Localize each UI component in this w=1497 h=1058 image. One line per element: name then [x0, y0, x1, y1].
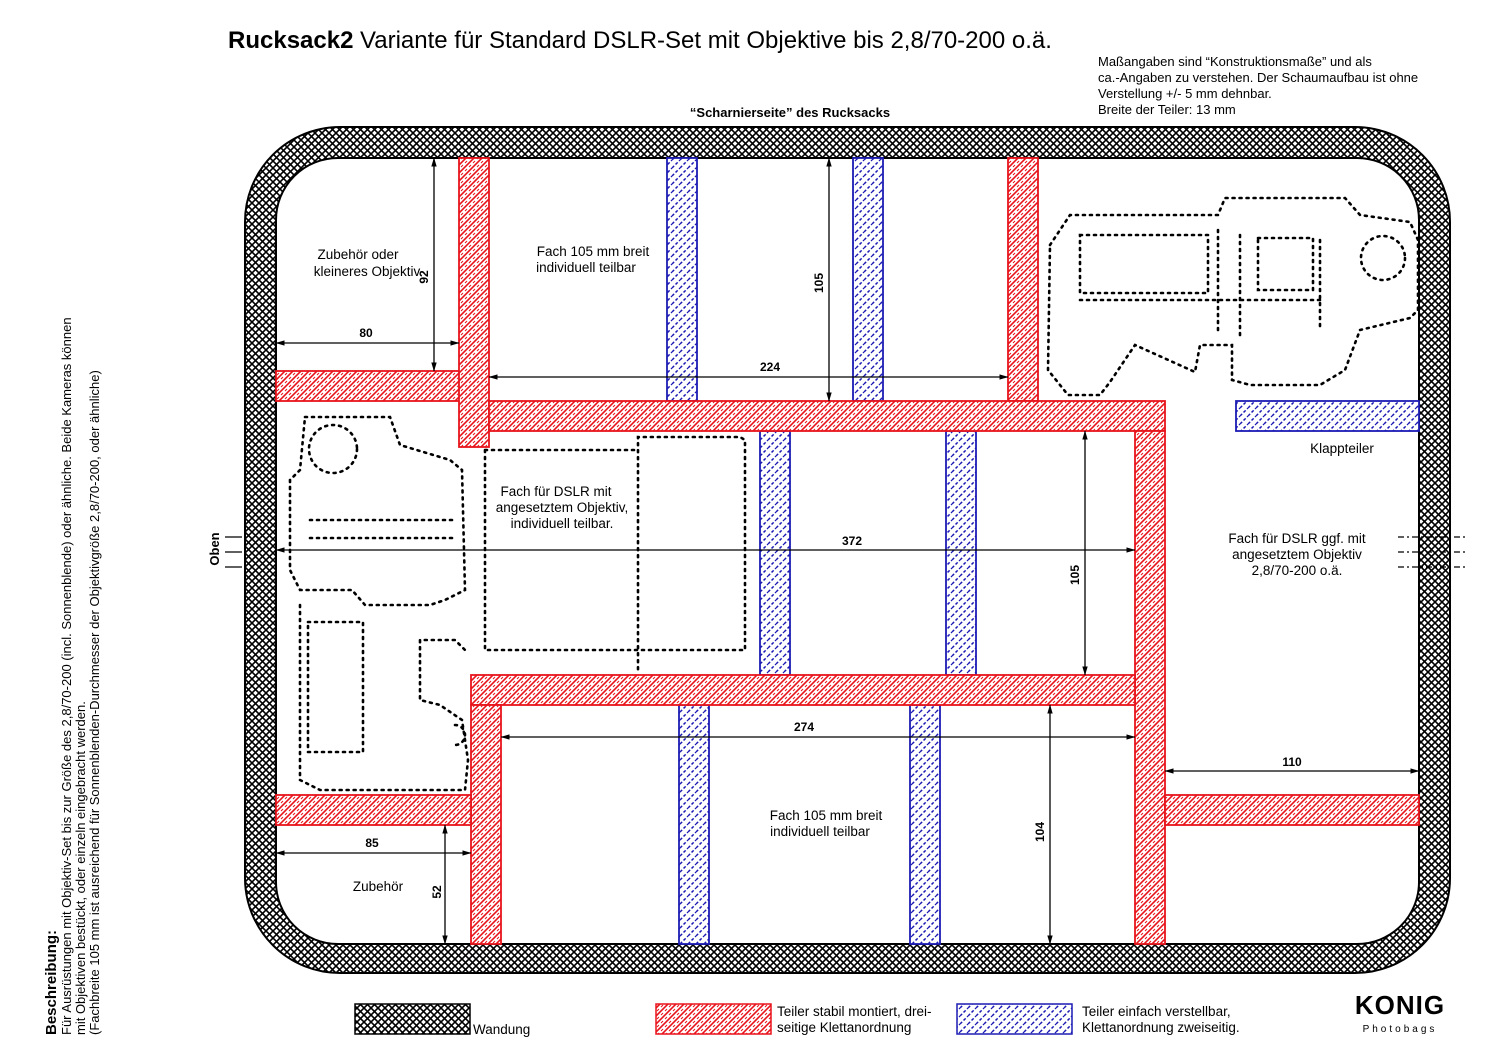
klappteiler-label: Klappteiler — [1310, 441, 1374, 456]
blue-divider-bottom-2 — [909, 704, 941, 945]
left-camera-grip — [308, 518, 457, 540]
fach-bottom-line-2: individuell teilbar — [770, 824, 870, 839]
dim-label-105-mid: 105 — [1068, 565, 1082, 585]
legend-wall-label: Wandung — [473, 1022, 530, 1037]
dim-label-92: 92 — [417, 270, 431, 284]
left-camera-outline — [288, 415, 467, 607]
red-divider-bottom-vertical — [470, 704, 502, 945]
hinge-label: “Scharnierseite” des Rucksacks — [690, 105, 890, 120]
red-divider-middle-top — [488, 400, 1166, 432]
dim-label-110: 110 — [1282, 755, 1302, 769]
red-divider-right-long — [1134, 430, 1166, 945]
fixed-dividers — [275, 157, 1420, 945]
top-side-marker-right — [1398, 536, 1466, 568]
description-heading: Beschreibung: — [43, 930, 60, 1035]
note-line-4: Breite der Teiler: 13 mm — [1098, 102, 1236, 117]
red-divider-left-vertical — [458, 157, 490, 448]
right-camera-outline — [1046, 196, 1420, 397]
right-camera-viewfinder — [1078, 233, 1210, 295]
title-text: Variante für Standard DSLR-Set mit Objek… — [360, 27, 1052, 54]
brand-subtitle: Photobags — [1363, 1024, 1438, 1035]
blue-divider-mid-1 — [759, 430, 791, 676]
description-line-2: mit Objektiven bestückt, oder einzeln ei… — [73, 701, 88, 1035]
dim-label-105-top: 105 — [812, 273, 826, 293]
right-camera-display — [1256, 236, 1315, 292]
dim-label-80: 80 — [359, 326, 373, 340]
legend-fixed-line-1: Teiler stabil montiert, drei- — [777, 1004, 932, 1019]
accessory-top-line-1: Zubehör oder — [317, 247, 399, 262]
legend-adjustable-line-2: Klettanordnung zweiseitig. — [1082, 1020, 1240, 1035]
dslr-right-line-3: 2,8/70-200 o.ä. — [1252, 563, 1343, 578]
description-line-3: (Fachbreite 105 mm ist ausreichend für S… — [87, 370, 102, 1035]
legend-fixed-swatch — [655, 1003, 772, 1035]
dim-label-52: 52 — [430, 885, 444, 899]
blue-divider-bottom-1 — [678, 704, 710, 945]
legend-wall-swatch — [354, 1003, 471, 1035]
accessory-top-line-2: kleineres Objektiv — [314, 264, 421, 279]
left-lens-cap — [453, 723, 467, 747]
accessory-bottom-label: Zubehör — [353, 879, 404, 894]
note-line-3: Verstellung +/- 5 mm dehnbar. — [1098, 86, 1272, 101]
dim-label-85: 85 — [365, 836, 379, 850]
camera-silhouettes — [288, 196, 1420, 792]
red-divider-top-left — [275, 370, 461, 402]
red-divider-middle-bottom — [470, 674, 1136, 706]
title-bold: Rucksack2 — [228, 27, 353, 54]
description-line-1: Für Ausrüstungen mit Objektiv-Set bis zu… — [59, 317, 74, 1035]
dim-label-274: 274 — [794, 720, 814, 734]
legend-fixed-line-2: seitige Klettanordnung — [777, 1020, 911, 1035]
blue-divider-top-2 — [852, 157, 884, 402]
adjustable-dividers — [666, 157, 1420, 945]
dslr-right-line-2: angesetztem Objektiv — [1232, 547, 1362, 562]
dim-label-372: 372 — [842, 534, 862, 548]
blue-divider-mid-2 — [945, 430, 977, 676]
fach-top-line-1: Fach 105 mm breit — [537, 244, 650, 259]
left-lens-outline — [298, 603, 470, 792]
note-line-2: ca.-Angaben zu verstehen. Der Schaumaufb… — [1098, 70, 1418, 85]
description-block: Beschreibung: Für Ausrüstungen mit Objek… — [43, 317, 102, 1035]
red-divider-bottom-right — [1164, 794, 1420, 826]
note-line-1: Maßangaben sind “Konstruktionsmaße” und … — [1098, 54, 1372, 69]
brand-logo: KONIG — [1355, 990, 1445, 1020]
dslr-left-line-3: individuell teilbar. — [511, 516, 614, 531]
right-camera-dial — [1359, 234, 1407, 282]
middle-dslr-outline — [483, 435, 747, 672]
dslr-left-line-1: Fach für DSLR mit — [500, 484, 611, 499]
blue-divider-top-1 — [666, 157, 698, 402]
left-lens-body — [306, 620, 365, 754]
top-side-marker-left — [225, 536, 242, 568]
left-camera-dial — [307, 423, 359, 475]
top-label: Oben — [207, 532, 222, 565]
legend-adjustable-swatch — [956, 1003, 1073, 1035]
fach-top-line-2: individuell teilbar — [536, 260, 636, 275]
dim-label-224: 224 — [760, 360, 780, 374]
red-divider-bottom-left — [275, 794, 472, 826]
legend-adjustable-line-1: Teiler einfach verstellbar, — [1082, 1004, 1231, 1019]
dslr-left-line-2: angesetztem Objektiv, — [496, 500, 629, 515]
dimension-lines — [275, 157, 1420, 945]
red-divider-right-vertical — [1007, 157, 1039, 402]
dslr-right-line-1: Fach für DSLR ggf. mit — [1228, 531, 1366, 546]
klappteiler-divider — [1235, 400, 1420, 432]
dim-label-104: 104 — [1033, 822, 1047, 842]
fach-bottom-line-1: Fach 105 mm breit — [770, 808, 883, 823]
right-camera-details — [1078, 228, 1327, 337]
case-wall — [244, 126, 1451, 974]
